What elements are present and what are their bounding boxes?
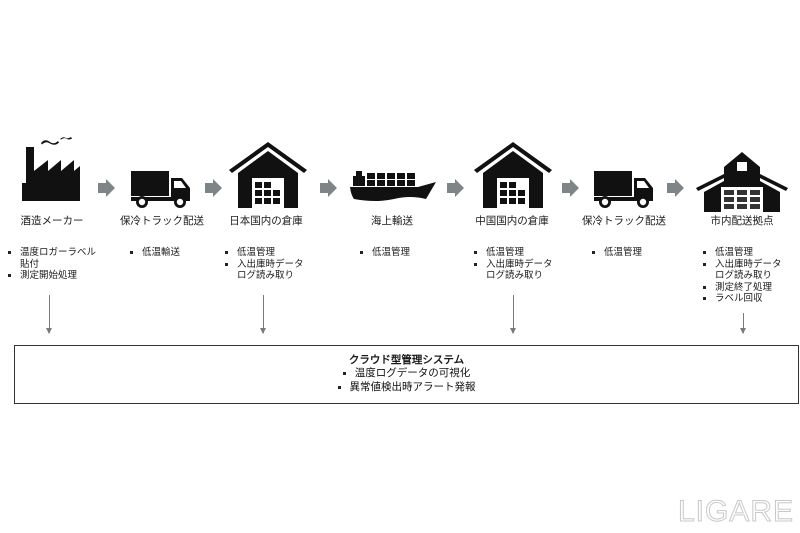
flow-arrow-2 [205, 179, 222, 197]
connector-arrow-brewery [46, 295, 52, 334]
stage-label-city-hub: 市内配送拠点 [710, 215, 774, 227]
bullet-item-cont: ログ読み取り [715, 270, 773, 281]
bullet-item: 低温管理 [223, 247, 304, 259]
bullet-item: 低温管理 [358, 247, 410, 259]
stage-bullets-japan-warehouse: 低温管理 入出庫時データ ログ読み取り [223, 247, 304, 282]
stage-bullets-city-hub: 低温管理 入出庫時データ ログ読み取り 測定終了処理 ラベル回収 [701, 247, 782, 305]
cloud-system-box: クラウド型管理システム 温度ログデータの可視化 異常値検出時アラート発報 [14, 345, 799, 404]
bullet-item: 入出庫時データ [701, 259, 782, 271]
bullet-item-cont: 貼付 [20, 258, 40, 270]
bullet-item: 低温管理 [472, 247, 553, 259]
connector-arrow-city-hub [740, 313, 746, 334]
bullet-item: 低温管理 [701, 247, 782, 259]
bullet-item: 入出庫時データ [223, 259, 304, 271]
bullet-item: 低温輸送 [128, 247, 180, 259]
stage-label-truck-2: 保冷トラック配送 [582, 215, 666, 227]
ship-icon [350, 165, 438, 205]
barn-icon [692, 150, 792, 212]
stage-label-sea: 海上輸送 [371, 215, 413, 227]
truck-icon [130, 170, 192, 210]
connector-arrow-japan-warehouse [260, 295, 266, 334]
stage-label-japan-warehouse: 日本国内の倉庫 [229, 215, 303, 227]
connector-arrow-china-warehouse [510, 295, 516, 334]
stage-label-china-warehouse: 中国国内の倉庫 [475, 215, 549, 227]
bullet-item: 測定開始処理 [6, 270, 96, 282]
warehouse-icon [228, 140, 308, 208]
cloud-feature-text: 異常値検出時アラート発報 [349, 381, 476, 393]
ligare-watermark-logo: LIGARE [677, 495, 794, 529]
bullet-item: 測定終了処理 [701, 282, 782, 294]
stage-bullets-brewery: 温度ロガーラベル 貼付 測定開始処理 [6, 247, 96, 282]
factory-icon [20, 133, 84, 205]
stage-bullets-truck-2: 低温管理 [590, 247, 642, 259]
cloud-system-features: 温度ログデータの可視化 異常値検出時アラート発報 [15, 366, 798, 394]
bullet-item-cont: ログ読み取り [237, 270, 295, 281]
bullet-item: 低温管理 [590, 247, 642, 259]
cloud-system-title: クラウド型管理システム [348, 354, 465, 366]
bullet-item: 入出庫時データ [472, 259, 553, 271]
cloud-feature-item: 異常値検出時アラート発報 [15, 380, 798, 394]
flow-arrow-1 [98, 179, 115, 197]
cloud-feature-text: 温度ログデータの可視化 [354, 367, 471, 379]
flow-arrow-6 [667, 179, 684, 197]
stage-bullets-china-warehouse: 低温管理 入出庫時データ ログ読み取り [472, 247, 553, 282]
flow-arrow-3 [320, 179, 337, 197]
truck-icon [593, 170, 655, 210]
stage-label-truck-1: 保冷トラック配送 [120, 215, 204, 227]
bullet-item: ラベル回収 [701, 293, 782, 305]
cloud-feature-item: 温度ログデータの可視化 [15, 366, 798, 380]
flow-arrow-5 [562, 179, 579, 197]
bullet-item-cont: ログ読み取り [486, 270, 544, 281]
warehouse-icon [473, 140, 553, 208]
stage-bullets-sea: 低温管理 [358, 247, 410, 259]
flow-arrow-4 [447, 179, 464, 197]
bullet-item: 温度ロガーラベル [6, 247, 96, 259]
stage-label-brewery: 酒造メーカー [20, 215, 84, 227]
stage-bullets-truck-1: 低温輸送 [128, 247, 180, 259]
